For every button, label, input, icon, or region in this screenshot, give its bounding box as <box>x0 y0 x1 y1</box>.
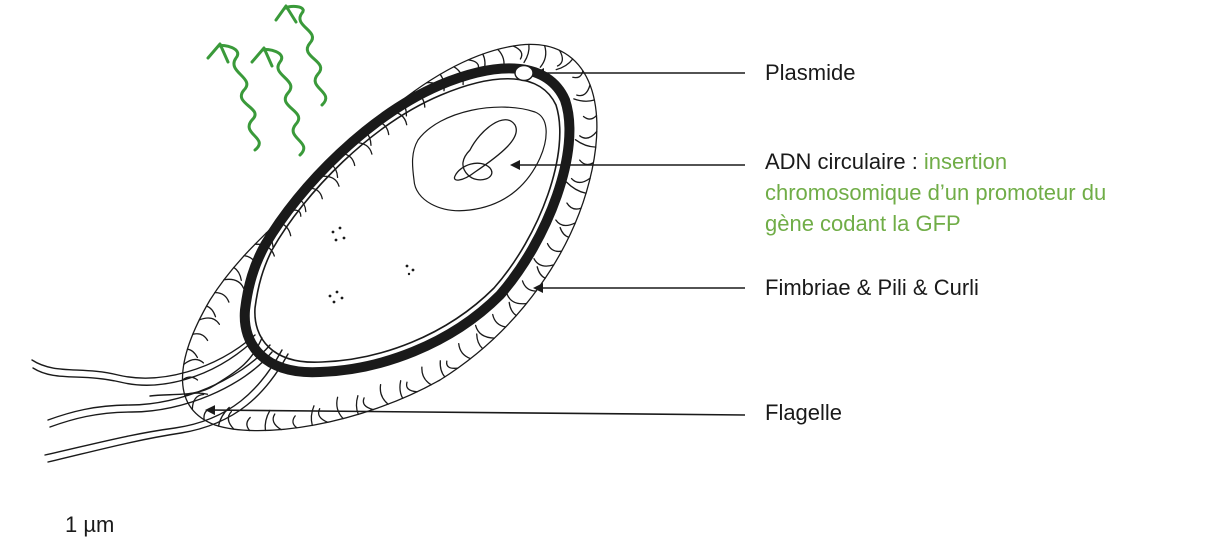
fimbria-hair <box>566 182 586 193</box>
fimbria-hair <box>337 397 343 418</box>
cell-membrane <box>255 79 560 362</box>
fluorescence-emission-arrow-icon <box>252 48 304 155</box>
fimbria-hair <box>400 381 403 399</box>
fimbria-hair <box>548 244 562 252</box>
fimbria-hair <box>199 318 219 324</box>
fimbria-hair <box>440 361 445 377</box>
label-adn-circulaire: ADN circulaire : insertion chromosomique… <box>765 146 1106 239</box>
fimbria-hair <box>558 50 563 66</box>
fimbria-hair <box>380 385 388 405</box>
label-flagelle: Flagelle <box>765 397 842 428</box>
fimbria-hair <box>513 46 522 59</box>
fimbria-hair <box>224 279 244 288</box>
fimbria-hair <box>584 116 597 119</box>
plasmid <box>515 66 533 81</box>
fimbria-hair <box>207 306 216 317</box>
label-fimbriae: Fimbriae & Pili & Curli <box>765 272 979 303</box>
fimbria-hair <box>572 178 591 182</box>
fimbria-hair <box>215 293 229 303</box>
label-plasmide: Plasmide <box>765 57 855 88</box>
label-adn-prefix: ADN circulaire : <box>765 149 924 174</box>
fimbria-hair <box>560 228 569 238</box>
fimbria-hair <box>580 160 594 164</box>
fluorescence-emission-arrow-icon <box>276 6 326 105</box>
fimbria-hair <box>534 259 554 266</box>
scale-label: 1 µm <box>65 509 114 540</box>
fimbria-hair <box>422 367 431 385</box>
fimbria-hair <box>265 410 270 430</box>
circular-dna <box>454 120 516 180</box>
fimbria-hair <box>537 267 545 278</box>
nucleoid-region <box>413 107 547 211</box>
fimbria-hair <box>556 59 573 70</box>
fimbria-hair <box>447 361 458 368</box>
leader-line-flagelle <box>207 410 745 415</box>
fimbria-hair <box>523 281 537 291</box>
fimbria-hair <box>580 131 597 138</box>
ribosome-dots <box>329 227 415 304</box>
fimbria-hair <box>184 359 204 364</box>
fimbria-hair <box>188 349 198 357</box>
fimbria-hair <box>573 71 583 78</box>
fimbria-hair <box>493 315 506 328</box>
fimbria-hair <box>574 99 595 101</box>
fimbria-hair <box>234 267 242 280</box>
flagella <box>32 335 288 462</box>
label-adn-insertion: insertion <box>924 149 1007 174</box>
fimbria-hair <box>293 416 297 428</box>
fimbria-hair <box>524 44 529 62</box>
fimbria-hair <box>556 220 575 226</box>
fimbria-hair <box>507 294 526 304</box>
fluorescence-emission-arrows <box>208 6 326 155</box>
fimbria-hair <box>363 398 373 410</box>
fimbria-hair <box>247 418 250 431</box>
fimbria-hair <box>459 344 471 359</box>
leader-lines <box>207 73 745 415</box>
fimbria-hair <box>193 334 208 341</box>
fimbria-hair <box>509 302 516 315</box>
fimbria-hair <box>575 140 595 147</box>
fimbria-hair <box>577 85 590 96</box>
fimbria-hair <box>192 395 203 410</box>
fluorescence-emission-arrow-icon <box>208 44 259 150</box>
fimbria-hair <box>407 382 418 392</box>
fimbria-hair <box>273 414 281 430</box>
fimbria-hair <box>311 406 314 426</box>
label-adn-line2: chromosomique d’un promoteur du <box>765 180 1106 205</box>
cell-wall <box>245 68 570 372</box>
fimbria-hair <box>567 203 581 209</box>
fimbria-hair <box>540 46 545 68</box>
label-adn-line3: gène codant la GFP <box>765 211 961 236</box>
fimbria-hair <box>477 334 483 349</box>
fimbria-hair <box>476 325 495 338</box>
